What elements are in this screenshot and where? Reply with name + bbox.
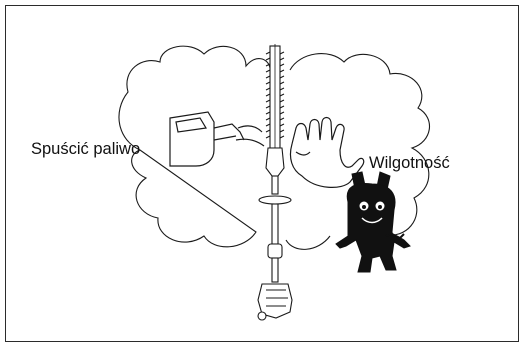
moisture-creature-icon xyxy=(336,172,410,272)
hedge-trimmer-tool xyxy=(258,44,292,320)
fuel-canister-icon xyxy=(170,112,264,166)
drain-fuel-label: Spuścić paliwo xyxy=(31,141,140,158)
moisture-label: Wilgotność xyxy=(369,155,450,172)
